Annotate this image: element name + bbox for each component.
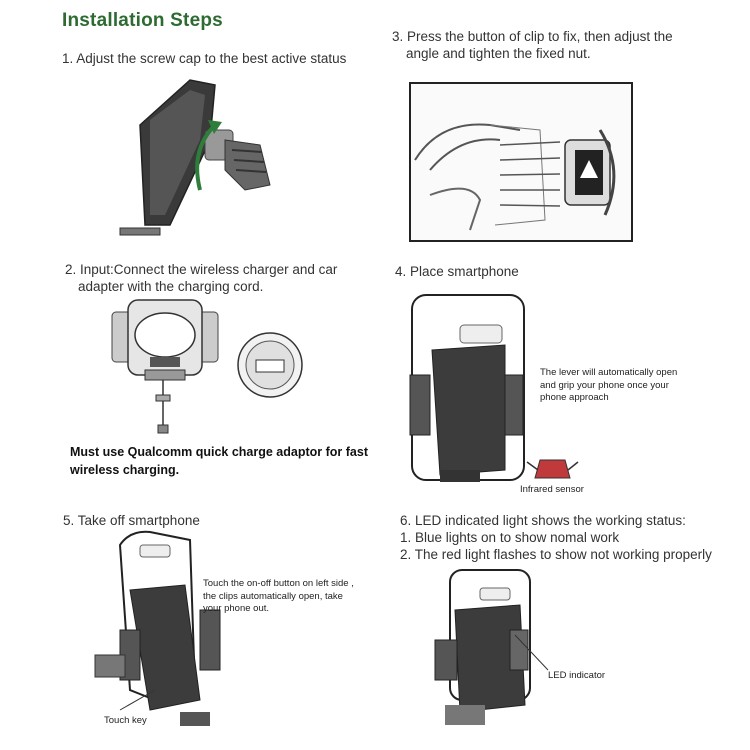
step5-phone-illustration [94, 530, 221, 726]
step-6-line2: 1. Blue lights on to show nomal work [400, 530, 620, 545]
step-6-line1: 6. LED indicated light shows the working… [400, 513, 686, 528]
touch-note-line2: the clips automatically open, take [203, 590, 343, 602]
touch-note: Touch the on-off button on left side , t… [203, 578, 354, 616]
step-5-text: 5. Take off smartphone [63, 513, 200, 528]
step2-charger-illustration [111, 299, 303, 434]
page-title: Installation Steps [62, 10, 223, 31]
qualcomm-warning: Must use Qualcomm quick charge adaptor f… [70, 443, 368, 479]
led-indicator-label: LED indicator [548, 670, 606, 681]
step-1-text: 1. Adjust the screw cap to the best acti… [62, 51, 347, 66]
step-2-line2: adapter with the charging cord. [78, 279, 264, 294]
step-6-text: 6. LED indicated light shows the working… [400, 512, 712, 563]
step6-phone-illustration [434, 569, 549, 725]
step-2-text: 2. Input:Connect the wireless charger an… [65, 261, 337, 295]
touch-key-label: Touch key [104, 715, 147, 726]
step-3-line1: 3. Press the button of clip to fix, then… [392, 29, 673, 44]
step-2-line1: 2. Input:Connect the wireless charger an… [65, 262, 338, 277]
step-3-text: 3. Press the button of clip to fix, then… [392, 28, 673, 62]
touch-note-line1: Touch the on-off button on left side , [203, 578, 354, 589]
step1-holder-illustration [119, 79, 271, 236]
lever-note-line2: and grip your phone once your [540, 379, 669, 391]
touch-note-line3: your phone out. [203, 603, 270, 614]
lever-note-line3: phone approach [540, 392, 609, 403]
step-4-text: 4. Place smartphone [395, 264, 519, 279]
step3-vent-illustration [409, 82, 633, 242]
lever-note: The lever will automatically open and gr… [540, 367, 677, 405]
step-3-line2: angle and tighten the fixed nut. [406, 46, 591, 61]
warning-line1: Must use Qualcomm quick charge adaptor f… [70, 445, 368, 459]
warning-line2: wireless charging. [70, 463, 180, 477]
step-6-line3: 2. The red light flashes to show not wor… [400, 547, 712, 562]
lever-note-line1: The lever will automatically open [540, 367, 678, 378]
step4-phone-illustration [409, 294, 579, 482]
infrared-sensor-label: Infrared sensor [520, 484, 584, 495]
